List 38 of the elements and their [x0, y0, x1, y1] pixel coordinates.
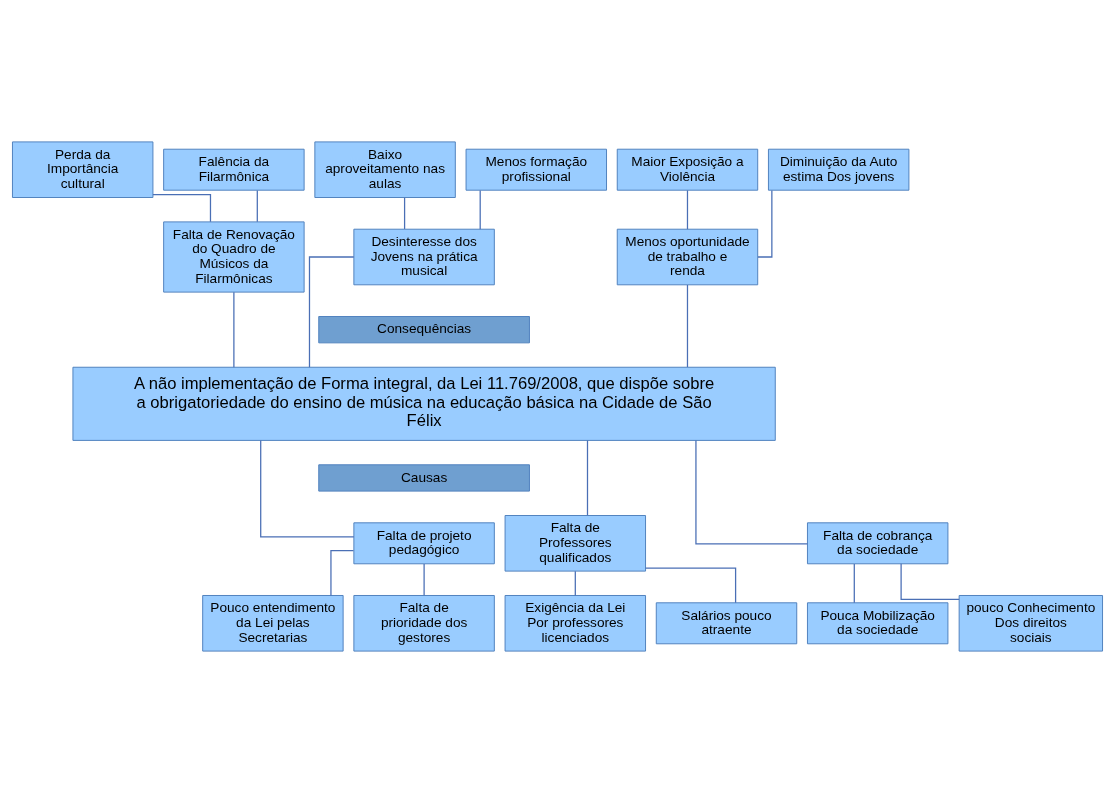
connector [308, 256, 355, 368]
connector [853, 563, 855, 604]
node-box: Salários pouco atraente [655, 602, 798, 645]
connector [644, 567, 737, 604]
node-box: Desinteresse dos Jovens na prática musical [353, 228, 495, 286]
connector [233, 291, 235, 368]
node-box: pouco Conhecimento Dos direitos sociais [958, 595, 1104, 652]
node-box: Falência da Filarmônica [163, 148, 305, 191]
connector [574, 570, 576, 597]
connector [586, 439, 589, 516]
node-box: Pouca Mobilização da sociedade [806, 602, 949, 645]
node-box: Pouco entendimento da Lei pelas Secretarias [202, 595, 344, 652]
node-box: A não implementação de Forma integral, da Lei 11.769/2008, que dispõe sobre a obrigatoriedade do ensino de música na educação básica na Cidade de São Félix [72, 366, 776, 441]
node-box: Menos formação profissional [465, 148, 607, 191]
node-box: Falta de prioridade dos gestores [353, 595, 495, 652]
connector [479, 189, 481, 230]
connector [695, 439, 809, 545]
node-box: Diminuição da Auto estima Dos jovens [767, 148, 910, 191]
node-box: Falta de projeto pedagógico [353, 522, 495, 565]
node-box: Perda da Importância cultural [11, 141, 154, 198]
node-box: Exigência da Lei Por professores licenciados [504, 595, 647, 652]
connector [686, 189, 689, 230]
connector [686, 284, 689, 368]
node-box: Consequências [318, 316, 530, 344]
node-box: Baixo aproveitamento nas aulas [314, 141, 456, 198]
connector [260, 439, 355, 538]
connector [256, 189, 258, 223]
node-box: Maior Exposição a Violência [616, 148, 759, 191]
connector [330, 550, 355, 597]
connector [152, 193, 212, 223]
connector [403, 197, 406, 230]
node-box: Falta de Professores qualificados [504, 515, 647, 572]
node-box: Causas [318, 464, 530, 492]
node-box: Falta de Renovação do Quadro de Músicos da Filarmônicas [163, 221, 305, 293]
connector [900, 563, 960, 601]
node-box: Menos oportunidade de trabalho e renda [616, 228, 759, 286]
connector [423, 563, 425, 596]
node-box: Falta de cobrança da sociedade [806, 522, 949, 565]
